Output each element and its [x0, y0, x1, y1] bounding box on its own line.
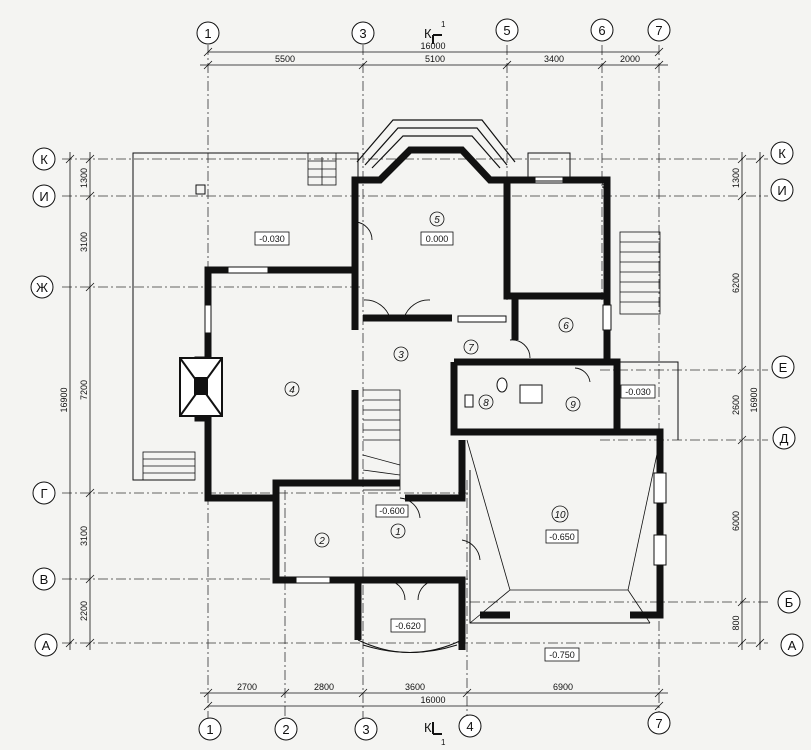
axis-bottom-3: 3: [362, 722, 369, 737]
stairs-east: [619, 231, 661, 315]
porch: [357, 639, 463, 653]
door-swings: [355, 221, 591, 601]
axis-bubbles-bottom: [198, 711, 671, 741]
level-room5: 0.000: [426, 234, 449, 244]
left-dim-2: 3100: [79, 232, 89, 252]
axis-bubbles-left: [30, 147, 58, 657]
top-dim-3: 3400: [544, 54, 564, 64]
stairs-northwest: [307, 152, 337, 186]
window-openings: [204, 176, 667, 584]
axis-left-K: К: [40, 152, 48, 167]
axis-bottom-7: 7: [655, 716, 662, 731]
right-dim-4: 6000: [731, 511, 741, 531]
axis-bubbles-right: [770, 141, 804, 657]
room-5-number: 5: [434, 215, 440, 226]
small-dim-420: 420: [601, 176, 610, 190]
room-7-number: 7: [468, 343, 474, 354]
axis-right-B: Б: [785, 595, 794, 610]
level-boxes: [254, 231, 656, 662]
right-dim-5: 800: [731, 615, 741, 630]
axis-bottom-1: 1: [206, 722, 213, 737]
section-num-bottom: 1: [441, 738, 446, 747]
room-4-number: 4: [289, 385, 295, 396]
garage-roof: [466, 439, 661, 624]
left-total-dim: 16900: [59, 387, 69, 412]
bottom-dim-2: 2800: [314, 682, 334, 692]
level-porch: -0.620: [395, 621, 421, 631]
stairs-interior: [362, 389, 401, 491]
axis-top-3: 3: [359, 26, 366, 41]
top-total-dim: 16000: [420, 41, 445, 51]
top-dim-1: 5500: [275, 54, 295, 64]
level-garage: -0.650: [549, 532, 575, 542]
axis-bubbles-top: [196, 18, 671, 45]
section-mark-bottom: [432, 722, 442, 735]
level-ground: -0.750: [549, 650, 575, 660]
room-1-number: 1: [395, 527, 401, 538]
axis-right-A: А: [788, 638, 797, 653]
axis-top-7: 7: [655, 23, 662, 38]
axis-left-Zh: Ж: [36, 280, 48, 295]
section-letter-top: К: [424, 26, 432, 41]
column-marker: [195, 184, 206, 195]
axis-bottom-2: 2: [282, 722, 289, 737]
left-dim-4: 3100: [79, 526, 89, 546]
room-9-number: 9: [570, 400, 576, 411]
level-terrace: -0.030: [259, 234, 285, 244]
axis-left-G: Г: [40, 486, 47, 501]
top-dimension-chain: [200, 47, 668, 70]
bay-window: [356, 119, 516, 169]
section-letter-bottom: К: [424, 720, 432, 735]
axis-bottom-4: 4: [466, 719, 473, 734]
right-dim-1: 1300: [731, 168, 741, 188]
level-room1: -0.600: [379, 506, 405, 516]
bottom-dim-1: 2700: [237, 682, 257, 692]
left-dim-3: 7200: [79, 380, 89, 400]
room-2-number: 2: [318, 536, 325, 547]
axis-right-I: И: [777, 183, 786, 198]
section-mark-top: [432, 34, 442, 44]
right-dim-3: 2600: [731, 395, 741, 415]
axis-top-5: 5: [503, 23, 510, 38]
axis-top-1: 1: [204, 26, 211, 41]
right-total-dim: 16900: [749, 387, 759, 412]
axis-left-A: А: [42, 638, 51, 653]
left-dimension-chain: [65, 152, 95, 650]
room-number-circles: [284, 211, 581, 548]
left-dim-5: 2200: [79, 601, 89, 621]
room-10-number: 10: [554, 510, 566, 521]
right-dimension-chain: [737, 152, 765, 650]
axis-left-I: И: [39, 189, 48, 204]
fireplace: [179, 357, 223, 417]
right-dim-2: 6200: [731, 273, 741, 293]
vestibule-box: [527, 152, 571, 182]
level-right-terrace: -0.030: [625, 387, 651, 397]
axis-left-V: В: [40, 572, 49, 587]
bottom-dim-4: 6900: [553, 682, 573, 692]
axis-top-6: 6: [598, 23, 605, 38]
axis-right-E: Е: [779, 360, 788, 375]
room-8-number: 8: [483, 398, 489, 409]
room-6-number: 6: [563, 321, 569, 332]
walls: [194, 146, 664, 650]
axis-right-K: К: [778, 146, 786, 161]
left-dim-1: 1300: [79, 168, 89, 188]
bottom-dim-3: 3600: [405, 682, 425, 692]
room-3-number: 3: [398, 350, 404, 361]
bottom-total-dim: 16000: [420, 695, 445, 705]
section-num-top: 1: [441, 20, 446, 29]
axis-right-D: Д: [780, 431, 789, 446]
bathroom-fixtures: [464, 377, 543, 408]
top-dim-2: 5100: [425, 54, 445, 64]
stairs-west: [142, 451, 196, 481]
bottom-dimension-chain: [200, 688, 668, 711]
top-dim-4: 2000: [620, 54, 640, 64]
